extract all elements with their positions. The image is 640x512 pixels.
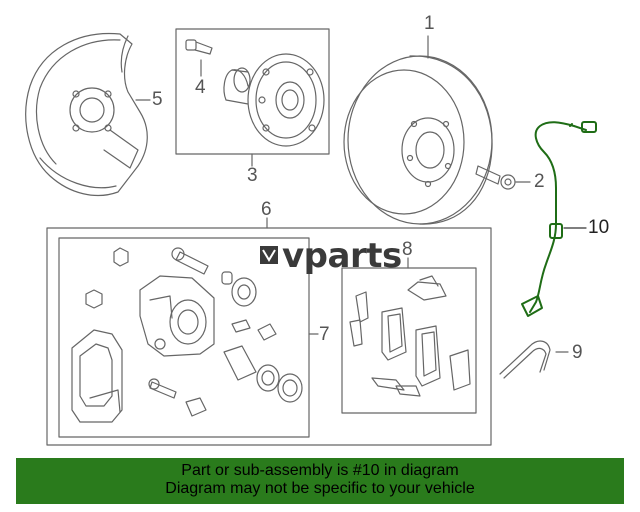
wheel-hub[interactable]: [223, 53, 325, 147]
caliper-bracket[interactable]: [71, 329, 123, 423]
caliper-box: [58, 237, 310, 438]
brake-hose-clip[interactable]: [499, 340, 551, 379]
info-banner: Part or sub-assembly is #10 in diagram D…: [16, 458, 624, 504]
brake-pads[interactable]: [349, 275, 471, 397]
callout-9: 9: [572, 342, 583, 363]
callout-1: 1: [424, 13, 435, 34]
callout-6: 6: [261, 199, 272, 220]
guide-pins[interactable]: [85, 247, 209, 399]
abs-wheel-speed-sensor[interactable]: [521, 121, 597, 317]
disc-screw[interactable]: [475, 165, 516, 190]
callout-2: 2: [534, 171, 545, 192]
watermark: vparts: [258, 236, 402, 276]
callout-3: 3: [247, 165, 258, 186]
backing-plate[interactable]: [25, 32, 148, 197]
callout-7: 7: [319, 324, 330, 345]
callout-10: 10: [588, 217, 610, 238]
callout-4: 4: [195, 77, 206, 98]
brake-disc[interactable]: [343, 55, 493, 225]
caliper-small-parts[interactable]: [185, 271, 303, 417]
banner-line-2: Diagram may not be specific to your vehi…: [165, 480, 475, 497]
callout-5: 5: [152, 89, 163, 110]
callout-8: 8: [402, 239, 413, 260]
watermark-text: vparts: [282, 236, 402, 276]
pad-kit-box: [341, 267, 477, 414]
watermark-logo-icon: [260, 246, 278, 264]
hub-bolt[interactable]: [185, 39, 213, 55]
banner-line-1: Part or sub-assembly is #10 in diagram: [181, 462, 459, 479]
watermark-mark: [258, 249, 278, 269]
caliper-body[interactable]: [139, 275, 215, 357]
caliper-assembly-box: [46, 227, 492, 446]
